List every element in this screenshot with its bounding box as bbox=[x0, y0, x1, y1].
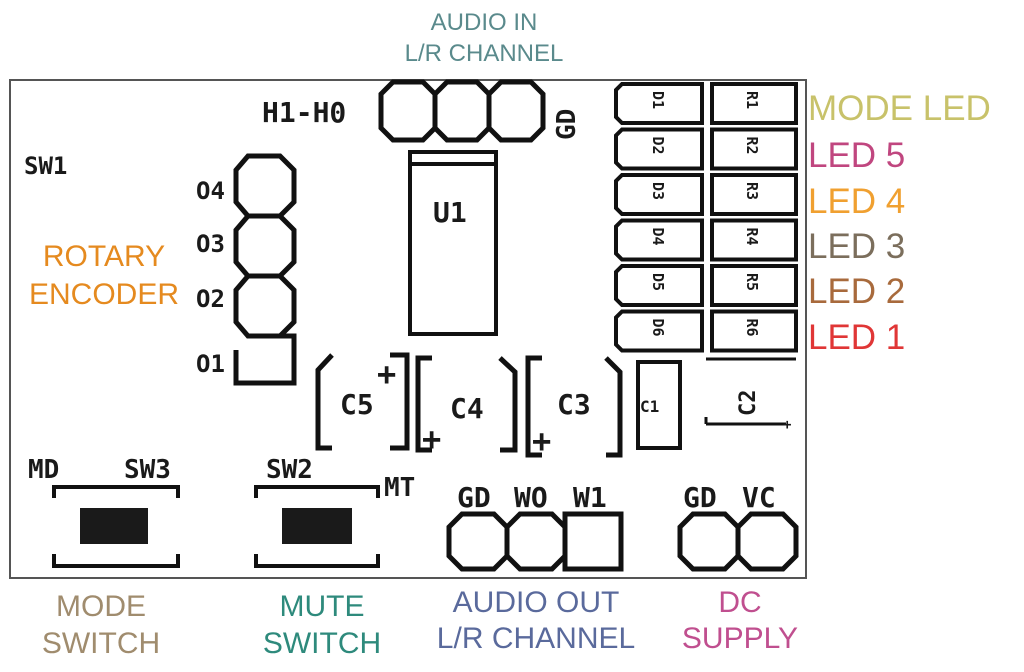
sw1-label: SW1 bbox=[24, 152, 67, 180]
dc-header bbox=[677, 511, 799, 572]
c4-label: C4 bbox=[450, 392, 484, 425]
u1-label: U1 bbox=[433, 196, 467, 229]
header-h-label: H1-H0 bbox=[262, 96, 346, 129]
mode-switch-outline bbox=[52, 485, 180, 568]
c5-outline bbox=[315, 352, 410, 451]
resistor-box bbox=[710, 173, 798, 216]
header-gd-label: GD bbox=[552, 109, 582, 140]
c1-label: C1 bbox=[640, 397, 659, 416]
c5-plus: + bbox=[377, 355, 396, 393]
encoder-pin-o3: O3 bbox=[196, 230, 225, 258]
sw3-label: SW3 bbox=[124, 455, 171, 485]
dc-supply-callout-line1: DC bbox=[718, 586, 761, 619]
resistor-label: R3 bbox=[743, 182, 761, 200]
audio-out-pin-w1: W1 bbox=[573, 481, 607, 514]
audio-in-header bbox=[378, 79, 546, 143]
led-box bbox=[614, 264, 704, 307]
audio-in-callout-line2: L/R CHANNEL bbox=[405, 40, 564, 67]
c3-label: C3 bbox=[557, 388, 591, 421]
led4-callout: LED 4 bbox=[808, 182, 905, 221]
led-label: D4 bbox=[649, 228, 667, 246]
audio-out-callout-line2: L/R CHANNEL bbox=[437, 622, 635, 655]
resistor-box bbox=[710, 218, 798, 262]
resistor-label: R2 bbox=[743, 137, 761, 155]
encoder-pin-o1: O1 bbox=[196, 350, 225, 378]
resistor-box bbox=[710, 264, 798, 307]
u1-outline bbox=[408, 150, 498, 336]
resistor-box bbox=[710, 309, 798, 353]
resistor-label: R4 bbox=[743, 228, 761, 246]
c3-outline bbox=[525, 355, 623, 458]
led-box bbox=[614, 309, 704, 353]
mode-switch-callout-line2: SWITCH bbox=[42, 627, 160, 660]
mode-switch-actuator bbox=[80, 508, 148, 544]
c1-outline bbox=[636, 360, 682, 450]
md-label: MD bbox=[28, 455, 59, 485]
led-label: D1 bbox=[649, 91, 667, 109]
led2-callout: LED 2 bbox=[808, 272, 905, 311]
c3-plus: + bbox=[532, 422, 551, 460]
rotary-callout-line2: ENCODER bbox=[29, 278, 179, 311]
encoder-pin-o2: O2 bbox=[196, 285, 225, 313]
dc-supply-callout-line2: SUPPLY bbox=[682, 622, 798, 655]
c2-label: C2 bbox=[736, 390, 761, 417]
led-label: D5 bbox=[649, 273, 667, 291]
mute-switch-outline bbox=[254, 485, 380, 568]
audio-out-pin-gd: GD bbox=[457, 481, 491, 514]
led-label: D6 bbox=[649, 319, 667, 337]
rotary-callout-line1: ROTARY bbox=[43, 240, 165, 273]
dc-pin-gd: GD bbox=[683, 481, 717, 514]
c4-outline bbox=[415, 355, 518, 453]
resistor-label: R1 bbox=[743, 91, 761, 109]
mode-led-callout: MODE LED bbox=[808, 89, 991, 128]
encoder-pin-column bbox=[233, 153, 297, 386]
c4-plus: + bbox=[422, 420, 441, 458]
encoder-pin-o4: O4 bbox=[196, 177, 225, 205]
led5-callout: LED 5 bbox=[808, 136, 905, 175]
audio-in-callout-line1: AUDIO IN bbox=[431, 9, 538, 36]
c2-plus: + bbox=[783, 417, 791, 433]
resistor-box bbox=[710, 127, 798, 171]
led-box bbox=[614, 173, 704, 216]
resistor-label: R5 bbox=[743, 273, 761, 291]
audio-out-pin-wo: WO bbox=[514, 481, 548, 514]
c5-label: C5 bbox=[340, 388, 374, 421]
mode-switch-callout-line1: MODE bbox=[56, 590, 146, 623]
led1-callout: LED 1 bbox=[808, 318, 905, 357]
led-box bbox=[614, 127, 704, 171]
mute-switch-actuator bbox=[282, 508, 352, 544]
audio-out-header bbox=[446, 511, 624, 572]
mt-label: MT bbox=[384, 473, 415, 503]
audio-out-callout-line1: AUDIO OUT bbox=[453, 586, 620, 619]
sw2-label: SW2 bbox=[266, 455, 313, 485]
led-box bbox=[614, 218, 704, 262]
led3-callout: LED 3 bbox=[808, 227, 905, 266]
dc-pin-vc: VC bbox=[742, 481, 776, 514]
mute-switch-callout-line1: MUTE bbox=[280, 590, 365, 623]
mute-switch-callout-line2: SWITCH bbox=[263, 627, 381, 660]
resistor-box bbox=[710, 82, 798, 125]
led-label: D2 bbox=[649, 137, 667, 155]
led-box bbox=[614, 82, 704, 125]
resistor-label: R6 bbox=[743, 319, 761, 337]
led-label: D3 bbox=[649, 182, 667, 200]
